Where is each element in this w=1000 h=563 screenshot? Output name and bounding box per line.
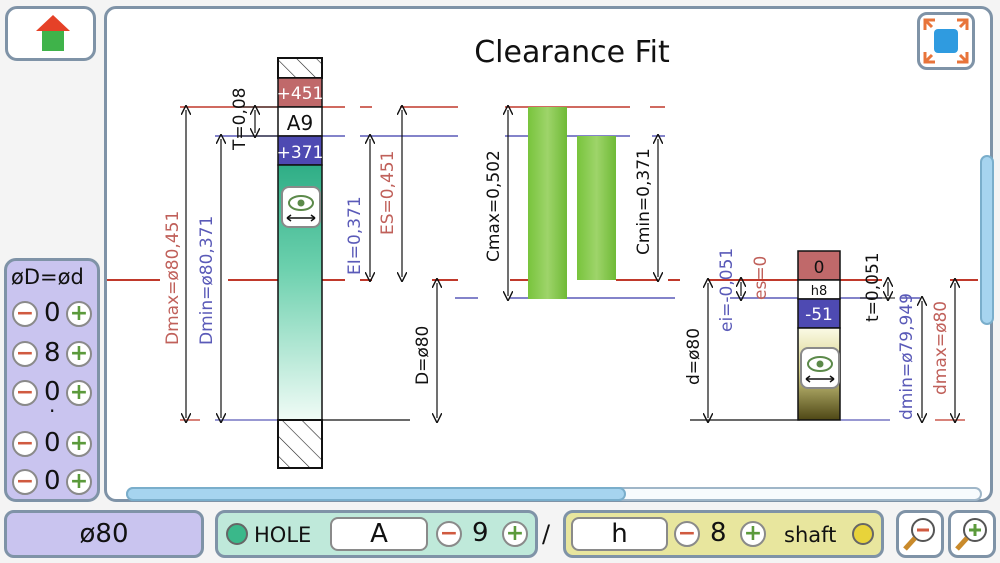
- hole-grade-plus-button[interactable]: +: [502, 521, 528, 547]
- diagram-canvas: [104, 6, 993, 502]
- home-icon: [36, 15, 70, 51]
- hole-eye-button[interactable]: [281, 186, 321, 228]
- hole-indicator-icon: [226, 523, 248, 545]
- digit-3-minus-button[interactable]: −: [12, 380, 38, 406]
- digit-3: 0: [44, 377, 61, 407]
- fit-separator: /: [542, 520, 551, 548]
- digit-5-minus-button[interactable]: −: [12, 469, 38, 495]
- digit-5-plus-button[interactable]: +: [66, 469, 92, 495]
- shaft-label: shaft: [784, 523, 837, 547]
- hole-grade-value: 9: [472, 518, 489, 548]
- fullscreen-icon: [923, 18, 969, 64]
- nominal-diameter-display: ø80: [4, 510, 204, 558]
- digit-4-minus-button[interactable]: −: [12, 431, 38, 457]
- fullscreen-button[interactable]: [917, 12, 975, 70]
- decimal-point: ·: [49, 399, 56, 423]
- shaft-indicator-icon: [852, 523, 874, 545]
- horizontal-scrollbar-thumb[interactable]: [126, 487, 626, 501]
- hole-panel: HOLE A − 9 +: [215, 510, 538, 558]
- shaft-grade-value: 8: [710, 518, 727, 548]
- digit-2-plus-button[interactable]: +: [66, 341, 92, 367]
- digit-4: 0: [44, 428, 61, 458]
- hole-label: HOLE: [254, 523, 312, 547]
- zoom-in-icon: [955, 518, 987, 551]
- vertical-scrollbar[interactable]: [980, 155, 994, 325]
- digit-4-plus-button[interactable]: +: [66, 431, 92, 457]
- shaft-grade-plus-button[interactable]: +: [740, 521, 766, 547]
- hole-grade-minus-button[interactable]: −: [436, 521, 462, 547]
- eye-icon: [286, 195, 316, 222]
- digit-1: 0: [44, 298, 61, 328]
- digit-panel: øD=ød − 0 + − 8 + − 0 + · − 0 + − 0 +: [4, 258, 100, 502]
- shaft-panel: h − 8 + shaft: [563, 510, 884, 558]
- digit-2-minus-button[interactable]: −: [12, 341, 38, 367]
- zoom-out-icon: [903, 518, 935, 551]
- home-button[interactable]: [5, 6, 96, 61]
- digit-1-plus-button[interactable]: +: [66, 301, 92, 327]
- zoom-in-button[interactable]: [948, 510, 996, 558]
- equal-diameters-label: øD=ød: [11, 265, 84, 289]
- hole-letter-field[interactable]: A: [330, 517, 428, 551]
- eye-icon: [805, 356, 835, 383]
- shaft-letter-field[interactable]: h: [571, 517, 668, 551]
- zoom-out-button[interactable]: [896, 510, 944, 558]
- digit-3-plus-button[interactable]: +: [66, 380, 92, 406]
- shaft-eye-button[interactable]: [800, 347, 840, 389]
- digit-2: 8: [44, 338, 61, 368]
- digit-5: 0: [44, 466, 61, 496]
- shaft-grade-minus-button[interactable]: −: [674, 521, 700, 547]
- digit-1-minus-button[interactable]: −: [12, 301, 38, 327]
